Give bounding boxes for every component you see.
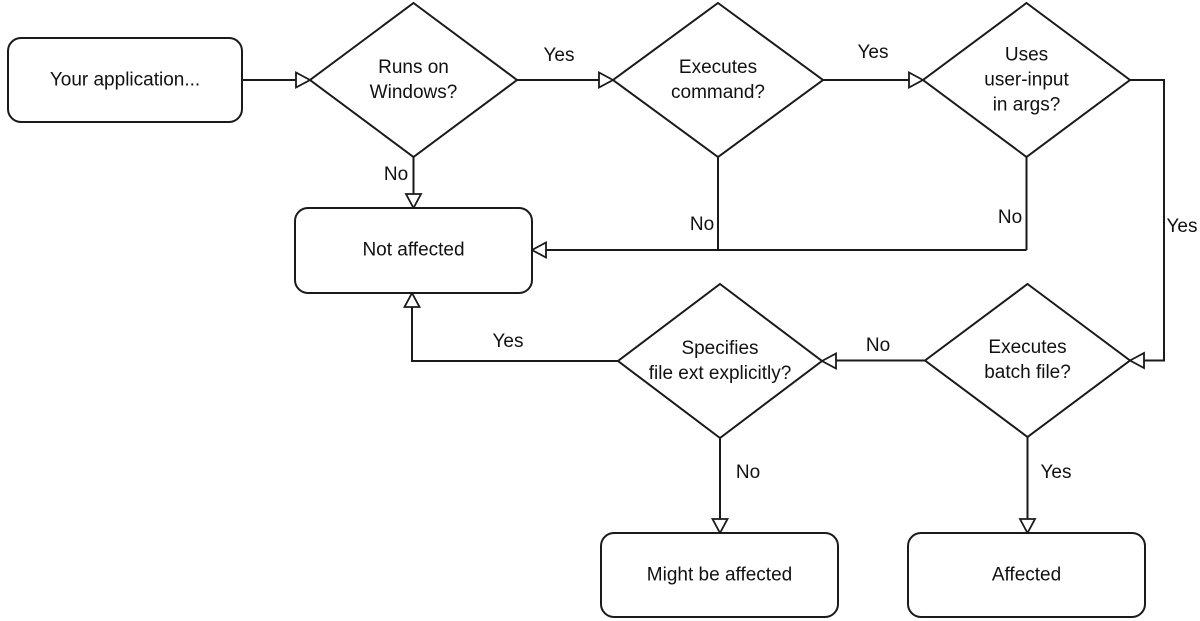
decision-uses-user-input-shape xyxy=(921,1,1132,159)
arrowhead-into-batch xyxy=(1128,351,1145,370)
decision-executes-command-shape xyxy=(611,1,825,159)
decision-runs-on-windows-shape xyxy=(308,1,519,159)
arrowhead-into-fileext xyxy=(820,351,837,371)
arrowhead-into-userinput xyxy=(908,70,925,90)
arrowhead-into-notaffected-top xyxy=(404,193,423,210)
arrowhead-into-notaffected-bottom xyxy=(402,291,422,308)
node-might-be-affected-shape xyxy=(600,532,839,618)
node-not-affected-shape xyxy=(294,207,533,294)
arrowhead-into-mightbe xyxy=(710,518,730,535)
arrowhead-into-windows xyxy=(295,70,312,90)
node-your-application-shape xyxy=(7,37,243,123)
arrowhead-into-affected xyxy=(1018,518,1037,535)
arrowhead-into-command xyxy=(598,70,615,90)
arrowhead-into-notaffected-right xyxy=(530,240,547,260)
node-affected-shape xyxy=(907,532,1146,618)
edge-fileext-yes-to-notaffected xyxy=(411,307,618,362)
edge-userinput-yes-to-batch xyxy=(1130,79,1165,362)
decision-executes-batch-file-shape xyxy=(923,282,1132,439)
decision-specifies-file-ext-shape xyxy=(616,282,824,440)
